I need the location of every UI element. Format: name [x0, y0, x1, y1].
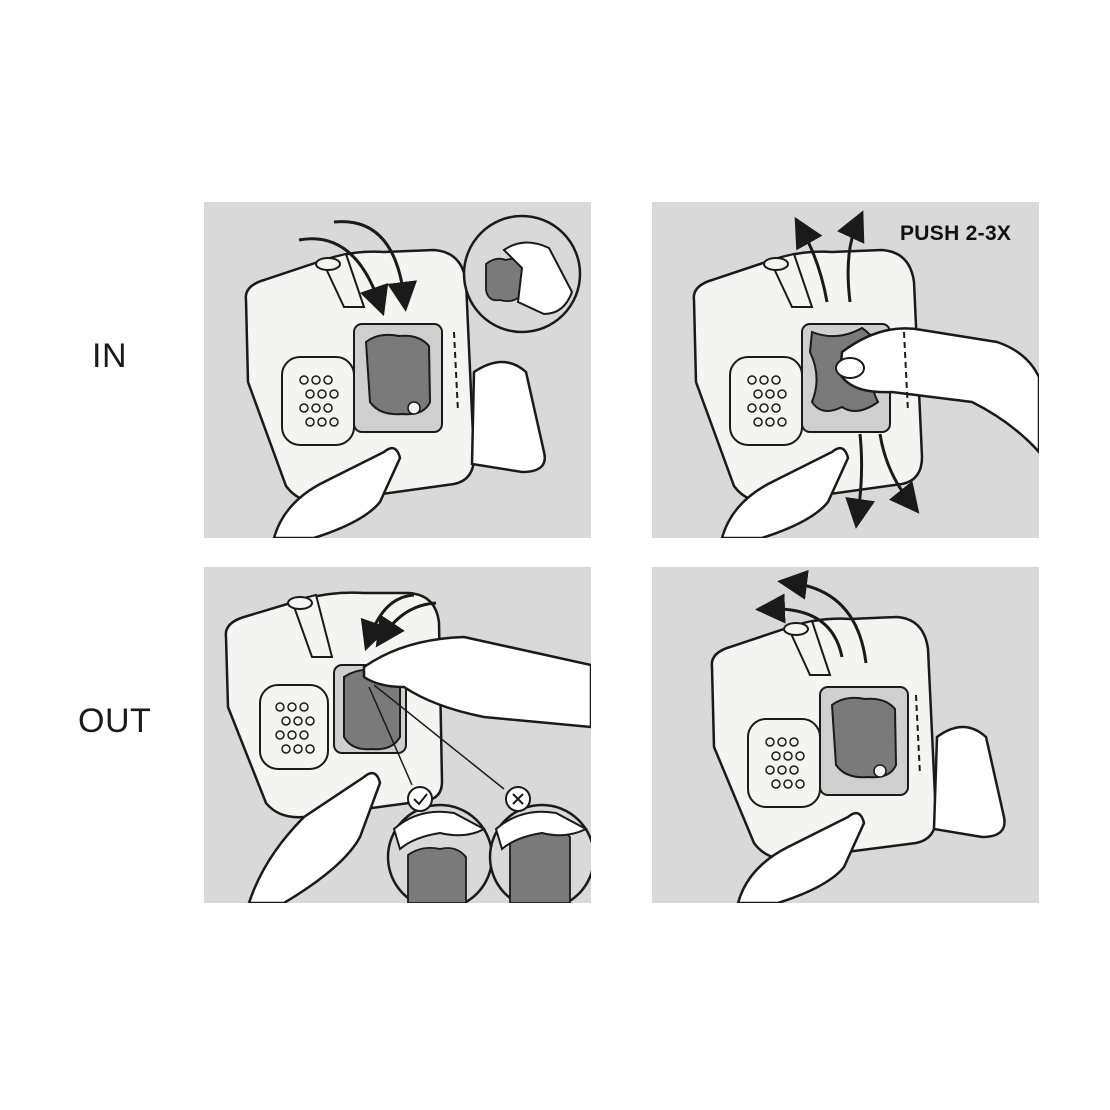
curved-arrow-icon	[333, 220, 418, 312]
check-icon	[407, 786, 433, 812]
sponge	[830, 696, 898, 779]
curved-arrow-icon	[794, 216, 829, 303]
hand-right	[362, 635, 591, 729]
curved-arrow-icon	[375, 601, 437, 648]
brush-dots	[275, 702, 315, 754]
hand-right	[932, 725, 1006, 839]
row-label-out: OUT	[78, 702, 152, 740]
in-step-2-illustration	[692, 210, 1039, 538]
brush-pad	[281, 356, 355, 446]
hand-thumb	[720, 446, 850, 538]
curved-arrow-icon	[777, 569, 868, 664]
push-instruction-label: PUSH 2-3X	[900, 222, 1012, 245]
brush-dots	[299, 375, 339, 427]
sponge	[364, 333, 432, 416]
panel-in-step-1	[204, 202, 591, 538]
hand-right	[838, 327, 1039, 454]
hand-right	[470, 360, 546, 474]
brush-pad	[747, 718, 821, 808]
out-step-1-illustration	[224, 591, 591, 903]
curved-arrow-icon	[298, 237, 389, 317]
curved-arrow-icon	[755, 593, 844, 658]
brush-dots	[747, 375, 787, 427]
brush-pad	[259, 684, 329, 770]
out-step-2-illustration	[710, 569, 1006, 903]
panel-out-step-1	[204, 567, 591, 903]
in-step-1-illustration	[244, 214, 582, 538]
panel-in-step-2: PUSH 2-3X	[652, 202, 1039, 538]
row-label-in: IN	[92, 337, 127, 375]
curved-arrow-icon	[845, 433, 875, 529]
hand-thumb	[247, 771, 382, 903]
hand-thumb	[736, 811, 866, 903]
curved-arrow-icon	[360, 593, 415, 652]
brush-dots	[765, 737, 805, 789]
curved-arrow-icon	[837, 210, 865, 303]
panel-out-step-2	[652, 567, 1039, 903]
hand-thumb	[272, 446, 402, 538]
curved-arrow-icon	[878, 433, 920, 514]
brush-pad	[729, 356, 803, 446]
